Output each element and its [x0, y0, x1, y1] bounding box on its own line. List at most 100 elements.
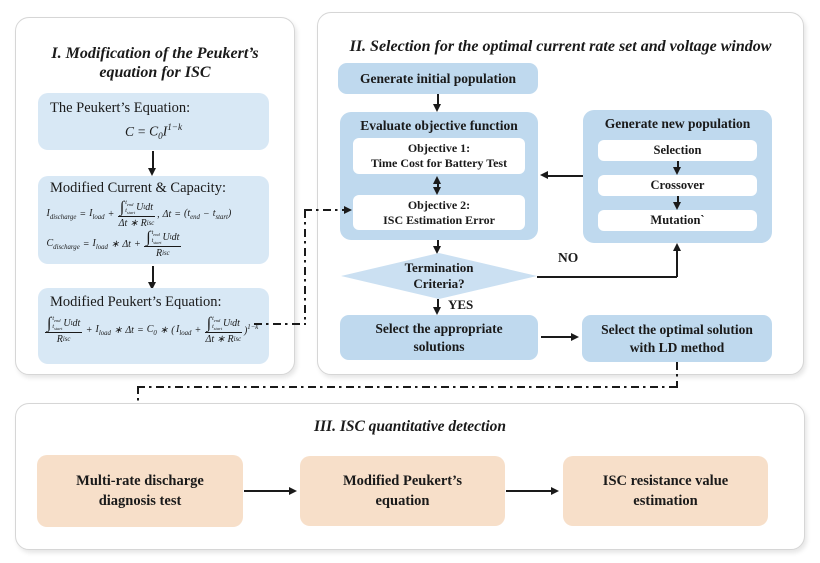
generate-initial-population-box: Generate initial population [338, 63, 538, 94]
math-token: Idischarge [46, 207, 77, 221]
panel-1-modification-peukert: I. Modification of the Peukert’s equatio… [15, 17, 295, 375]
modified-peukert-equation-label: Modified Peukert’s Equation: [50, 294, 222, 310]
no-label: NO [558, 250, 579, 265]
termination-line2: Criteria? [413, 276, 465, 291]
arrowhead [433, 246, 441, 254]
select-optimal-line2: with LD method [629, 339, 725, 355]
arrowhead [433, 176, 441, 184]
arrow-line [541, 336, 571, 338]
modified-peukert-line2: equation [375, 493, 430, 509]
math-token: ( [171, 324, 175, 336]
dashdot-connector-2 [137, 386, 677, 388]
selection-box: Selection [598, 140, 757, 161]
math-token: tstart) [212, 207, 232, 221]
math-token: = [82, 238, 90, 250]
dashdot-connector-2 [676, 362, 678, 388]
panel-1-title-line2: equation for ISC [99, 64, 211, 82]
math-token: + [107, 208, 115, 220]
no-branch-line [676, 250, 678, 277]
math-token: C0I1−k [149, 122, 183, 142]
math-token: C0 [146, 323, 157, 337]
dashdot-connector-1 [304, 209, 344, 211]
arrow-line [677, 161, 679, 168]
isc-resistance-line2: estimation [633, 493, 698, 509]
objective-2-box: Objective 2: ISC Estimation Error [353, 195, 525, 230]
evaluate-objective-function-label: Evaluate objective function [360, 118, 518, 133]
dashdot-connector-1 [254, 323, 306, 325]
arrowhead [551, 486, 559, 495]
arrow-line [152, 266, 154, 282]
no-branch-line [537, 276, 677, 278]
panel-3-title: III. ISC quantitative detection [313, 418, 507, 435]
math-token: + [85, 324, 93, 336]
multi-rate-line1: Multi-rate discharge [76, 472, 204, 489]
math-token: Δt [162, 208, 172, 220]
math-token: ∗ [159, 324, 169, 336]
math-token: ∗ [110, 238, 120, 250]
math-token: Δt [122, 238, 131, 250]
math-token: Iload [92, 237, 108, 251]
multi-rate-line2: diagnosis test [98, 493, 182, 509]
arrow-line [152, 151, 154, 168]
arrowhead [289, 486, 297, 495]
math-token: Iload [89, 207, 105, 221]
generate-new-population-box: Generate new population Selection Crosso… [583, 110, 772, 243]
crossover-box: Crossover [598, 175, 757, 196]
multi-rate-discharge-test-box: Multi-rate discharge diagnosis test [37, 455, 243, 527]
arrowhead [344, 205, 352, 214]
arrowhead [672, 243, 681, 251]
arrowhead [540, 171, 548, 179]
select-appropriate-line2: solutions [413, 338, 465, 354]
objective-1-line1: Objective 1: [407, 141, 471, 155]
arrowhead [571, 332, 579, 341]
modified-peukert-box: Modified Peukert’s equation [300, 456, 505, 526]
objective-1-box: Objective 1: Time Cost for Battery Test [353, 138, 525, 174]
peukert-equation-box: The Peukert’s Equation: C = C0I1−k [38, 93, 269, 150]
arrow-line [244, 490, 289, 492]
arrowhead [148, 282, 156, 290]
objective-1-line2: Time Cost for Battery Test [370, 156, 508, 170]
modified-current-capacity-label: Modified Current & Capacity: [50, 180, 226, 196]
math-token: C [124, 123, 134, 139]
modified-peukert-line1: Modified Peukert’s [342, 472, 463, 489]
arrow-line [677, 196, 679, 203]
arrowhead [433, 307, 441, 315]
objective-2-line2: ISC Estimation Error [383, 212, 495, 227]
select-appropriate-solutions-box: Select the appropriate solutions [340, 315, 538, 360]
mutation-box: Mutation` [598, 210, 757, 231]
objective-2-line1: Objective 2: [407, 197, 471, 212]
panel-1-title: I. Modification of the Peukert’s equatio… [16, 44, 294, 82]
isc-resistance-estimation-box: ISC resistance value estimation [563, 456, 768, 526]
math-token: = [174, 208, 181, 220]
arrowhead [433, 187, 441, 195]
math-token: = [136, 324, 144, 336]
modified-current-capacity-box: Modified Current & Capacity: Idischarge … [38, 176, 269, 264]
dashdot-connector-1 [304, 210, 306, 325]
math-token: Iload [176, 323, 192, 337]
math-token: = [79, 208, 87, 220]
select-optimal-solution-box: Select the optimal solution with LD meth… [582, 315, 772, 362]
math-token: , [157, 208, 160, 220]
isc-resistance-line1: ISC resistance value [602, 472, 729, 489]
math-token: + [194, 324, 202, 336]
peukert-equation-label: The Peukert’s Equation: [50, 100, 191, 116]
arrow-line [506, 490, 551, 492]
arrowhead [433, 104, 441, 112]
select-optimal-line1: Select the optimal solution [601, 321, 753, 337]
arrow-line [548, 175, 583, 177]
math-token: + [133, 238, 141, 250]
integral: ∫ tend tstart [146, 229, 162, 247]
arrow-line [437, 299, 439, 307]
select-appropriate-line1: Select the appropriate [375, 320, 503, 336]
yes-label: YES [448, 297, 474, 312]
termination-line1: Termination [404, 260, 474, 276]
math-token: (tend [183, 207, 200, 221]
arrow-line [437, 94, 439, 104]
panel-2-title: II. Selection for the optimal current ra… [349, 38, 772, 55]
arrowhead [673, 167, 681, 175]
